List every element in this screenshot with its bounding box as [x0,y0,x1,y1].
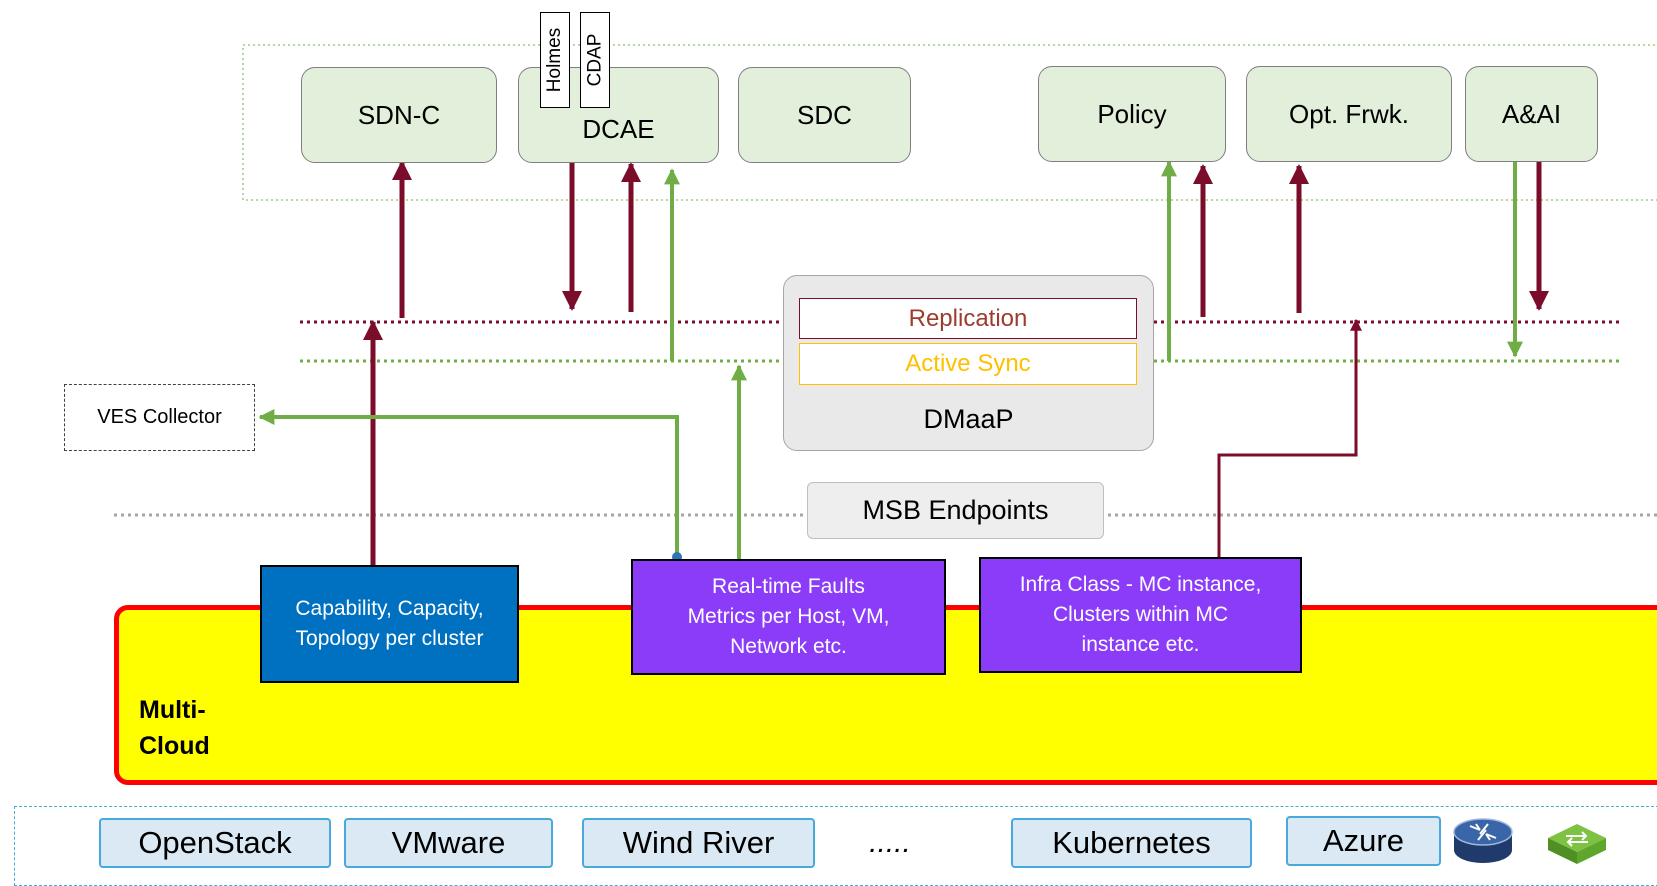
active-sync-label: Active Sync [905,350,1031,377]
active-sync-bar: Active Sync [799,343,1137,385]
router-icon [1453,818,1513,863]
holmes-tag: Holmes [540,12,570,108]
infra-ellipsis: ..... [869,826,911,859]
openstack-label: OpenStack [138,825,292,860]
dcae-label: DCAE [582,113,655,144]
wind-river-box: Wind River [582,818,815,868]
opt-frwk-box: Opt. Frwk. [1246,66,1452,162]
sdnc-box: SDN-C [301,67,497,163]
infra-class-text: Infra Class - MC instance, Clusters with… [1019,573,1262,656]
azure-label: Azure [1323,823,1404,858]
msb-endpoints-box: MSB Endpoints [807,482,1104,539]
infra-class-arrow [1217,318,1362,558]
vmware-box: VMware [344,818,553,868]
cdap-label: CDAP [584,33,606,87]
sdc-label: SDC [797,99,852,130]
sdnc-label: SDN-C [357,99,441,130]
opt-frwk-label: Opt. Frwk. [1289,98,1409,129]
switch-icon [1548,824,1606,864]
msb-endpoints-label: MSB Endpoints [862,495,1049,525]
kubernetes-box: Kubernetes [1011,818,1252,868]
ves-arrow [258,409,679,555]
infra-class-box: Infra Class - MC instance, Clusters with… [979,557,1302,673]
aai-label: A&AI [1501,98,1562,129]
faults-text: Real-time Faults Metrics per Host, VM, N… [687,575,890,658]
azure-box: Azure [1286,816,1441,866]
sdc-box: SDC [738,67,911,163]
policy-box: Policy [1038,66,1226,162]
dmaap-title: DMaaP [923,403,1014,434]
ves-collector-label: VES Collector [97,406,222,428]
aai-box: A&AI [1465,66,1598,162]
kubernetes-label: Kubernetes [1052,825,1211,860]
faults-box: Real-time Faults Metrics per Host, VM, N… [631,559,946,675]
onap-container [242,44,1657,201]
capability-box: Capability, Capacity, Topology per clust… [260,565,519,683]
holmes-label: Holmes [544,27,565,93]
replication-label: Replication [908,304,1028,332]
vmware-label: VMware [391,825,506,860]
openstack-box: OpenStack [99,818,331,868]
cdap-tag: CDAP [580,12,610,108]
multicloud-label: Multi- Cloud [139,696,210,760]
replication-bar: Replication [799,298,1137,339]
policy-label: Policy [1097,98,1167,129]
ves-collector-box: VES Collector [64,384,255,451]
wind-river-label: Wind River [622,825,775,860]
capability-text: Capability, Capacity, Topology per clust… [295,597,484,650]
